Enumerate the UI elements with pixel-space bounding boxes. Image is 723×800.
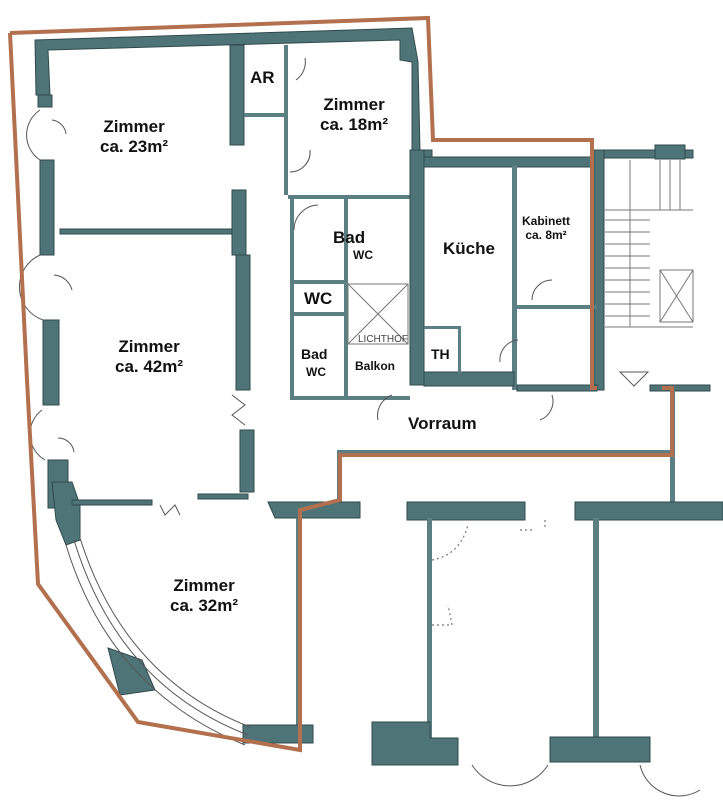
room-area: ca. 32m² [170,595,239,615]
room-sub: WC [353,248,373,262]
room-label-bad-wc-1: Bad [333,228,365,248]
room-name: Küche [443,239,495,258]
room-label-bad-wc-2: Bad [301,346,327,362]
room-name: Balkon [355,359,396,373]
room-name: WC [304,289,333,308]
door-swings [18,57,701,797]
room-area: ca. 18m² [320,114,389,134]
staircase [602,144,694,387]
room-name: AR [250,68,275,87]
room-sub: WC [306,365,326,379]
room-name: Bad [301,346,328,362]
room-label-zimmer-23: Zimmer ca. 23m² [100,117,168,156]
room-label-kabinett: Kabinett ca. 8m² [522,214,570,243]
room-name: Zimmer [118,337,180,356]
room-area: ca. 8m² [525,227,567,242]
room-label-zimmer-42: Zimmer ca. 42m² [115,337,183,376]
room-area: ca. 42m² [115,356,184,376]
room-name: Zimmer [173,576,235,595]
room-name: TH [431,346,450,362]
room-label-ar: AR [250,68,275,88]
room-label-zimmer-18: Zimmer ca. 18m² [320,95,388,134]
room-label-th: TH [431,346,450,362]
room-label-bad-wc-2-sub: WC [306,365,326,380]
room-name: Vorraum [408,414,477,433]
room-name: LICHTHOF [358,334,408,345]
room-label-bad-wc-1-sub: WC [353,248,373,263]
walls [34,27,723,766]
room-name: Bad [333,228,366,247]
room-name: Zimmer [103,117,165,136]
room-label-zimmer-32: Zimmer ca. 32m² [170,576,238,615]
apartment-outline [8,15,674,753]
bay-window [65,537,251,746]
room-name: Zimmer [323,95,385,114]
room-label-kueche: Küche [443,239,495,259]
room-label-wc: WC [304,289,332,309]
room-name: Kabinett [522,214,570,228]
room-label-vorraum: Vorraum [408,414,477,434]
room-area: ca. 23m² [100,136,169,156]
room-label-balkon: Balkon [355,359,396,374]
room-label-lichthof: LICHTHOF [358,334,408,346]
